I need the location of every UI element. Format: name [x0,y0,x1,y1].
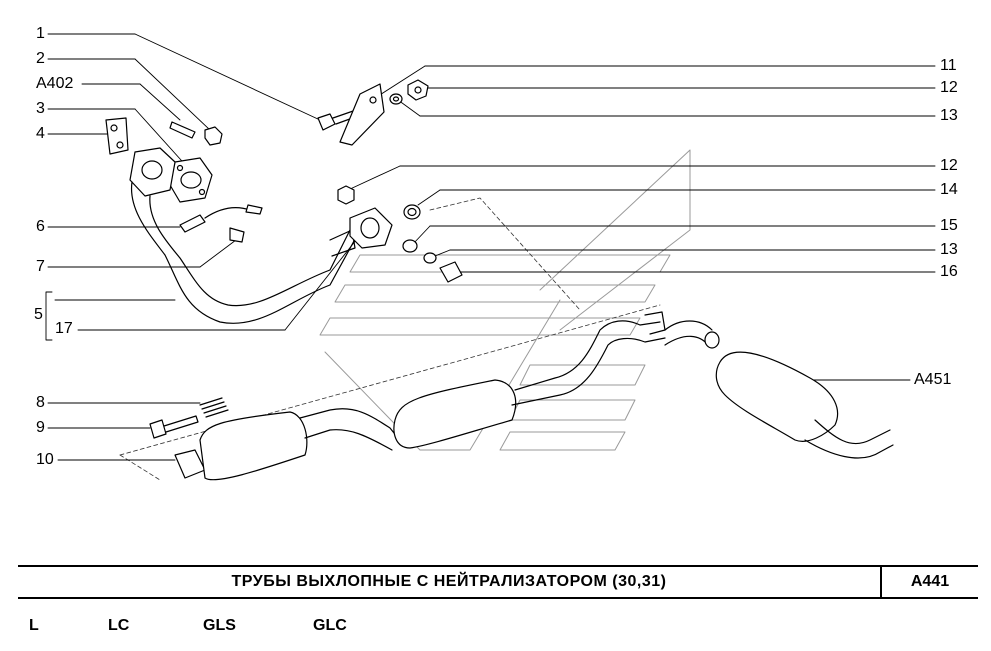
stud-a402 [169,121,196,139]
bolt-16 [439,261,463,283]
spring-8 [199,397,229,418]
page-title: ТРУБЫ ВЫХЛОПНЫЕ С НЕЙТРАЛИЗАТОРОМ (30,31… [231,573,667,590]
leader-lines-left [45,33,361,461]
bolt-9 [149,415,199,439]
callout-17: 17 [55,320,73,337]
callout-1: 1 [36,25,45,42]
washer-13-mid [423,252,437,264]
nut-12-top [407,79,429,101]
ring-14 [403,204,421,220]
catalytic-converter-10 [174,408,399,481]
title-divider [880,567,882,597]
leader-lines-right [347,65,936,381]
callout-9: 9 [36,419,45,436]
callout-6: 6 [36,218,45,235]
washer-13-top [389,93,403,105]
diagram-code: A441 [910,573,950,590]
washer-15 [402,239,418,253]
callout-2: 2 [36,50,45,67]
bracket-11 [339,83,385,146]
callout-16: 16 [940,263,958,280]
variant-l: L [29,617,39,634]
variant-glc: GLC [313,617,347,634]
exhaust-assembly-diagram [45,33,936,481]
resonator [393,311,720,449]
callout-7: 7 [36,258,45,275]
callout-a451: A451 [914,371,952,388]
callout-10: 10 [36,451,54,468]
downpipe-5 [129,147,361,324]
callout-a402: A402 [36,75,74,92]
callout-5: 5 [34,306,43,323]
callout-8: 8 [36,394,45,411]
nut-12-mid [337,185,355,205]
callout-11: 11 [940,57,957,74]
lambda-sensor-6 [179,204,263,233]
callout-3: 3 [36,100,45,117]
callout-12-top: 12 [940,79,958,96]
callout-13-top: 13 [940,107,958,124]
title-block: ТРУБЫ ВЫХЛОПНЫЕ С НЕЙТРАЛИЗАТОРОМ (30,31… [18,565,978,599]
gasket-4 [105,117,129,155]
variant-gls: GLS [203,617,236,634]
callout-12-mid: 12 [940,157,958,174]
gasket-3 [169,157,213,203]
flange-15 [349,207,393,249]
callout-4: 4 [36,125,45,142]
rear-muffler-a451 [715,351,894,459]
callout-15: 15 [940,217,958,234]
clamp-7 [229,227,245,243]
callout-13-mid: 13 [940,241,958,258]
variant-lc: LC [108,617,130,634]
nut-2 [204,126,223,146]
callout-14: 14 [940,181,958,198]
